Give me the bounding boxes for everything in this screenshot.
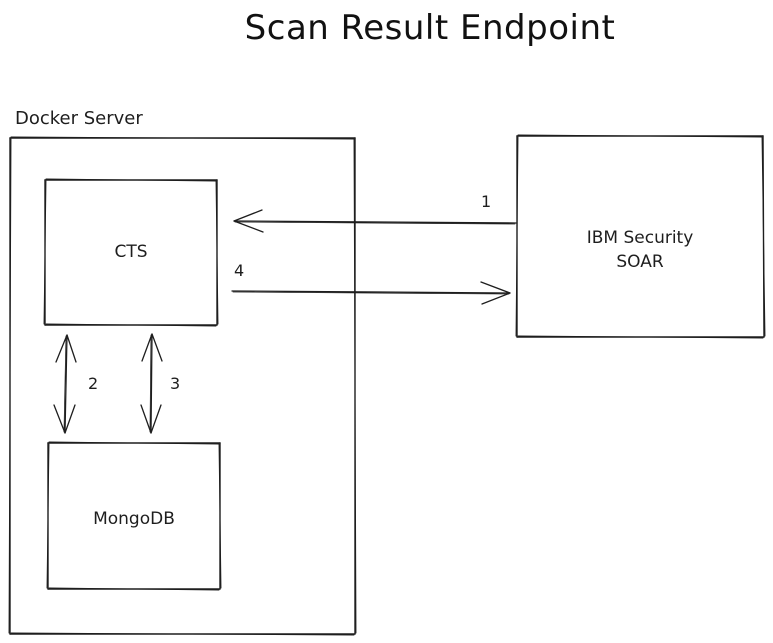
soar-label: IBM Security SOAR (517, 226, 763, 274)
cts-label: CTS (114, 242, 148, 262)
soar-label-line-1: IBM Security (586, 228, 694, 248)
flow-3-arrow (140, 333, 163, 434)
docker-server-container (8, 136, 357, 636)
page-title: Scan Result Endpoint (244, 8, 616, 48)
mongodb-box (46, 441, 222, 591)
mongodb-label: MongoDB (93, 509, 175, 529)
soar-box (515, 134, 766, 339)
cts-box (43, 178, 219, 327)
soar-label-line-2: SOAR (616, 252, 664, 272)
flow-2-label: 2 (88, 374, 99, 393)
flow-1-arrow (233, 209, 517, 233)
flow-3-label: 3 (170, 374, 181, 393)
flow-4-label: 4 (234, 261, 245, 280)
flow-1-label: 1 (481, 192, 492, 211)
flow-2-arrow (53, 334, 77, 434)
flow-4-arrow (231, 281, 511, 305)
docker-server-label: Docker Server (15, 108, 143, 129)
